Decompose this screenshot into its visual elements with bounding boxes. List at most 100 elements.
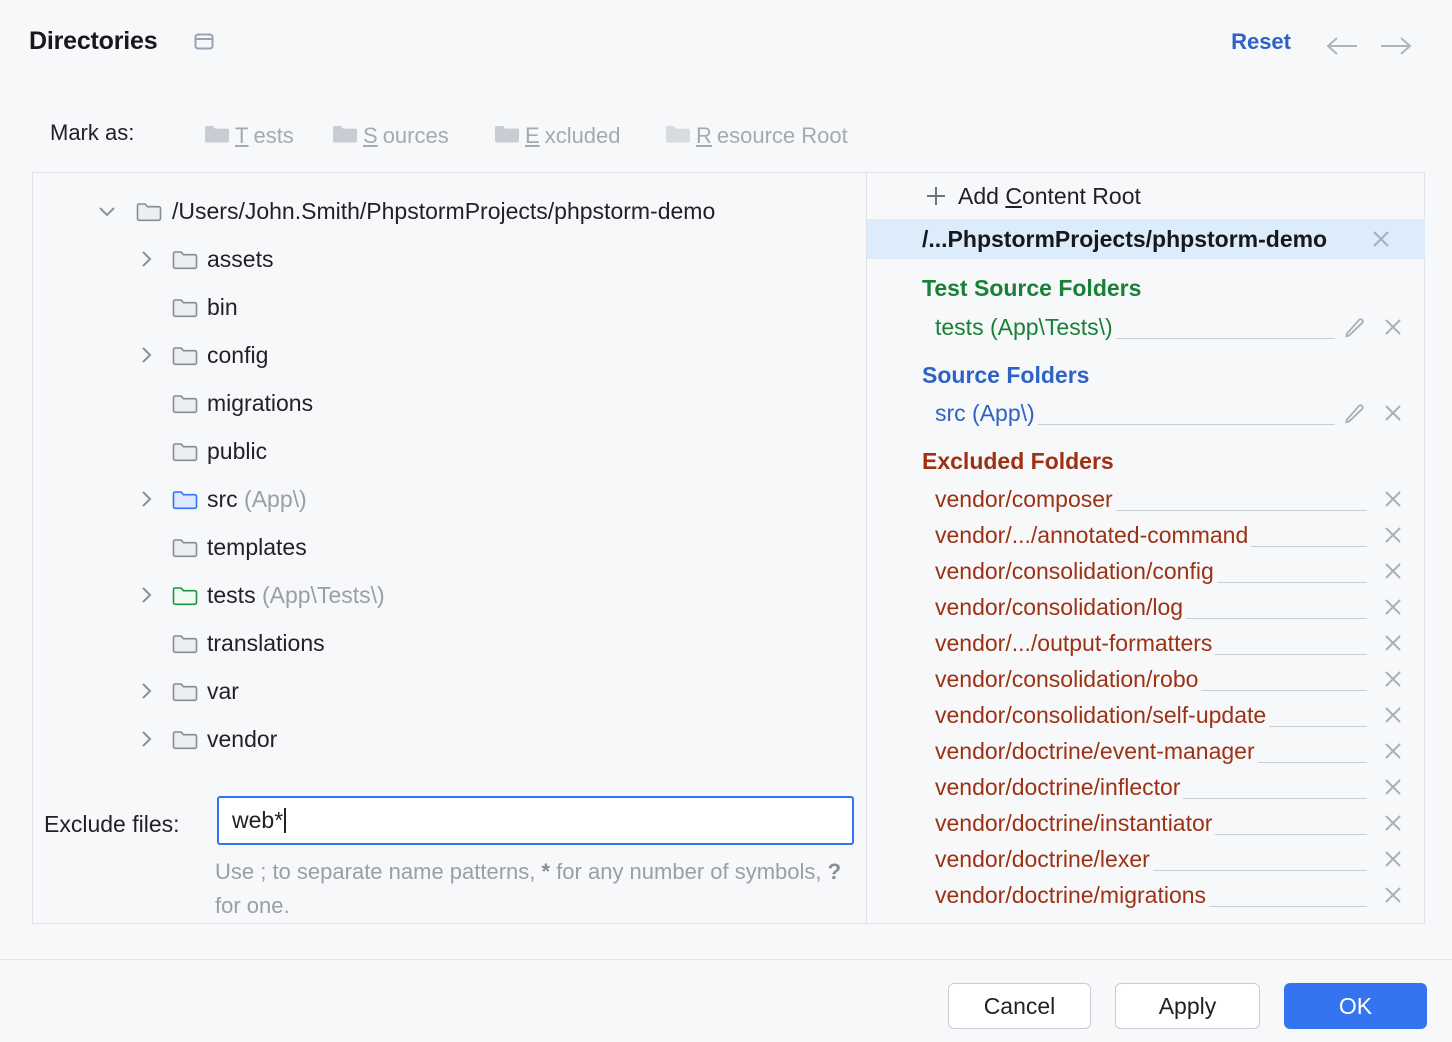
chevron-down-icon[interactable]	[95, 199, 119, 223]
tree-row[interactable]: templates	[33, 523, 866, 571]
folder-icon	[204, 123, 230, 150]
folder-entry-row[interactable]: vendor/consolidation/self-update	[867, 697, 1425, 733]
folder-entry-row[interactable]: vendor/doctrine/instantiator	[867, 805, 1425, 841]
folder-entry-row[interactable]: tests (App\Tests\)	[867, 309, 1425, 345]
remove-entry-icon[interactable]	[1381, 667, 1405, 697]
cancel-button[interactable]: Cancel	[948, 983, 1091, 1029]
tree-row[interactable]: translations	[33, 619, 866, 667]
text-caret	[284, 808, 287, 833]
remove-entry-icon[interactable]	[1381, 595, 1405, 625]
folder-entry-label: vendor/doctrine/event-manager	[935, 737, 1258, 765]
mark-as-label: Mark as:	[50, 120, 135, 145]
folder-icon	[172, 633, 198, 654]
folder-entry-label: vendor/consolidation/robo	[935, 665, 1202, 693]
remove-entry-icon[interactable]	[1381, 811, 1405, 841]
add-content-root-button[interactable]: Add Content Root	[867, 173, 1425, 219]
folder-entry-row[interactable]: vendor/doctrine/migrations	[867, 877, 1425, 913]
exclude-files-input[interactable]: web*	[217, 796, 854, 845]
folder-group-heading: Excluded Folders	[922, 447, 1114, 474]
arrow-left-icon[interactable]	[1324, 33, 1362, 59]
folder-entry-row[interactable]: vendor/consolidation/log	[867, 589, 1425, 625]
folder-icon	[172, 681, 198, 702]
folder-entry-label: vendor/.../output-formatters	[935, 629, 1216, 657]
tree-row-label: assets	[207, 245, 274, 272]
tree-row-label: templates	[207, 533, 307, 560]
chevron-right-icon[interactable]	[134, 487, 158, 511]
chevron-right-icon[interactable]	[134, 343, 158, 367]
remove-entry-icon[interactable]	[1381, 523, 1405, 553]
folder-entry-label: vendor/composer	[935, 485, 1116, 513]
footer-separator	[0, 959, 1452, 960]
folder-entry-row[interactable]: vendor/.../annotated-command	[867, 517, 1425, 553]
exclude-files-hint: Use ; to separate name patterns, * for a…	[215, 859, 842, 918]
folder-entry-label: vendor/doctrine/lexer	[935, 845, 1153, 873]
tree-row[interactable]: assets	[33, 235, 866, 283]
folder-entry-row[interactable]: vendor/consolidation/robo	[867, 661, 1425, 697]
remove-entry-icon[interactable]	[1381, 315, 1405, 345]
remove-entry-icon[interactable]	[1381, 775, 1405, 805]
tree-row[interactable]: config	[33, 331, 866, 379]
remove-entry-icon[interactable]	[1381, 401, 1405, 431]
chevron-right-icon[interactable]	[134, 679, 158, 703]
reset-button[interactable]: Reset	[1231, 29, 1291, 54]
folder-entry-label: vendor/.../annotated-command	[935, 521, 1252, 549]
apply-button[interactable]: Apply	[1115, 983, 1260, 1029]
mark-as-excluded-label: xcluded	[544, 123, 621, 148]
content-root-row[interactable]: /...PhpstormProjects/phpstorm-demo	[867, 219, 1425, 259]
tree-row[interactable]: bin	[33, 283, 866, 331]
edit-pencil-icon[interactable]	[1343, 315, 1367, 345]
tree-row[interactable]: /Users/John.Smith/PhpstormProjects/phpst…	[33, 187, 866, 235]
folder-icon	[172, 729, 198, 750]
chevron-right-icon[interactable]	[134, 583, 158, 607]
folder-icon	[172, 393, 198, 414]
folder-entry-row[interactable]: vendor/composer	[867, 481, 1425, 517]
folder-icon	[172, 441, 198, 462]
tree-row[interactable]: migrations	[33, 379, 866, 427]
folder-entry-label: vendor/consolidation/log	[935, 593, 1187, 621]
ok-button[interactable]: OK	[1284, 983, 1427, 1029]
folder-entry-row[interactable]: vendor/doctrine/lexer	[867, 841, 1425, 877]
content-roots-panel[interactable]: Add Content Root/...PhpstormProjects/php…	[867, 173, 1425, 923]
folder-icon	[172, 297, 198, 318]
tree-row-label: bin	[207, 293, 238, 320]
folder-entry-label: src (App\)	[935, 399, 1038, 427]
remove-entry-icon[interactable]	[1381, 739, 1405, 769]
remove-entry-icon[interactable]	[1381, 847, 1405, 877]
remove-entry-icon[interactable]	[1381, 559, 1405, 589]
tree-row-label: translations	[207, 629, 325, 656]
plus-icon	[924, 184, 948, 208]
remove-content-root-icon[interactable]	[1369, 227, 1393, 257]
folder-entry-row[interactable]: vendor/consolidation/config	[867, 553, 1425, 589]
chevron-right-icon[interactable]	[134, 247, 158, 271]
entry-rule	[935, 510, 1367, 511]
folder-entry-row[interactable]: vendor/doctrine/inflector	[867, 769, 1425, 805]
tree-row-label: /Users/John.Smith/PhpstormProjects/phpst…	[172, 197, 716, 224]
remove-entry-icon[interactable]	[1381, 631, 1405, 661]
folder-icon	[665, 123, 691, 150]
mark-as-sources-label: ources	[382, 123, 449, 148]
tree-row[interactable]: var	[33, 667, 866, 715]
arrow-right-icon[interactable]	[1376, 33, 1414, 59]
directory-tree[interactable]: /Users/John.Smith/PhpstormProjects/phpst…	[33, 173, 866, 773]
folder-icon	[172, 585, 198, 606]
folder-entry-row[interactable]: vendor/doctrine/event-manager	[867, 733, 1425, 769]
tree-row[interactable]: vendor	[33, 715, 866, 763]
chevron-right-icon[interactable]	[134, 727, 158, 751]
edit-pencil-icon[interactable]	[1343, 401, 1367, 431]
folder-entry-row[interactable]: vendor/.../output-formatters	[867, 625, 1425, 661]
exclude-files-label: Exclude files:	[44, 811, 180, 837]
remove-entry-icon[interactable]	[1381, 487, 1405, 517]
folder-entry-row[interactable]: src (App\)	[867, 395, 1425, 431]
panel-divider[interactable]	[866, 173, 867, 923]
entry-rule	[935, 424, 1335, 425]
remove-entry-icon[interactable]	[1381, 883, 1405, 913]
tree-row[interactable]: public	[33, 427, 866, 475]
tree-row[interactable]: tests (App\Tests\)	[33, 571, 866, 619]
tree-row[interactable]: src (App\)	[33, 475, 866, 523]
tree-row-label: vendor	[207, 725, 278, 752]
remove-entry-icon[interactable]	[1381, 703, 1405, 733]
